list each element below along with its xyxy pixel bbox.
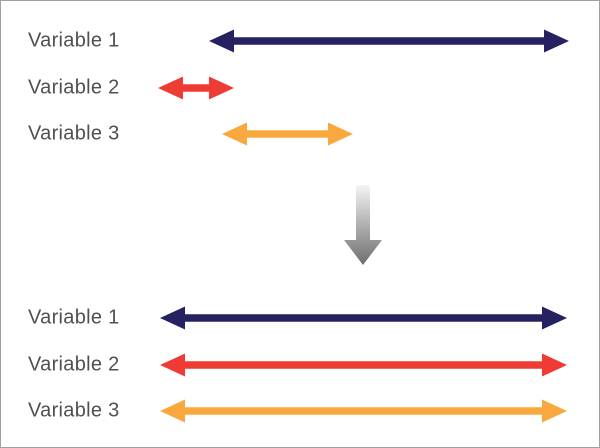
range-arrow-navy [160, 306, 567, 330]
transform-down-arrow [344, 185, 382, 265]
range-arrow-orange [160, 399, 567, 423]
range-arrow-orange [222, 122, 353, 146]
range-arrow-red [158, 76, 234, 100]
range-arrow-navy [209, 29, 569, 53]
range-arrow-red [160, 353, 567, 377]
